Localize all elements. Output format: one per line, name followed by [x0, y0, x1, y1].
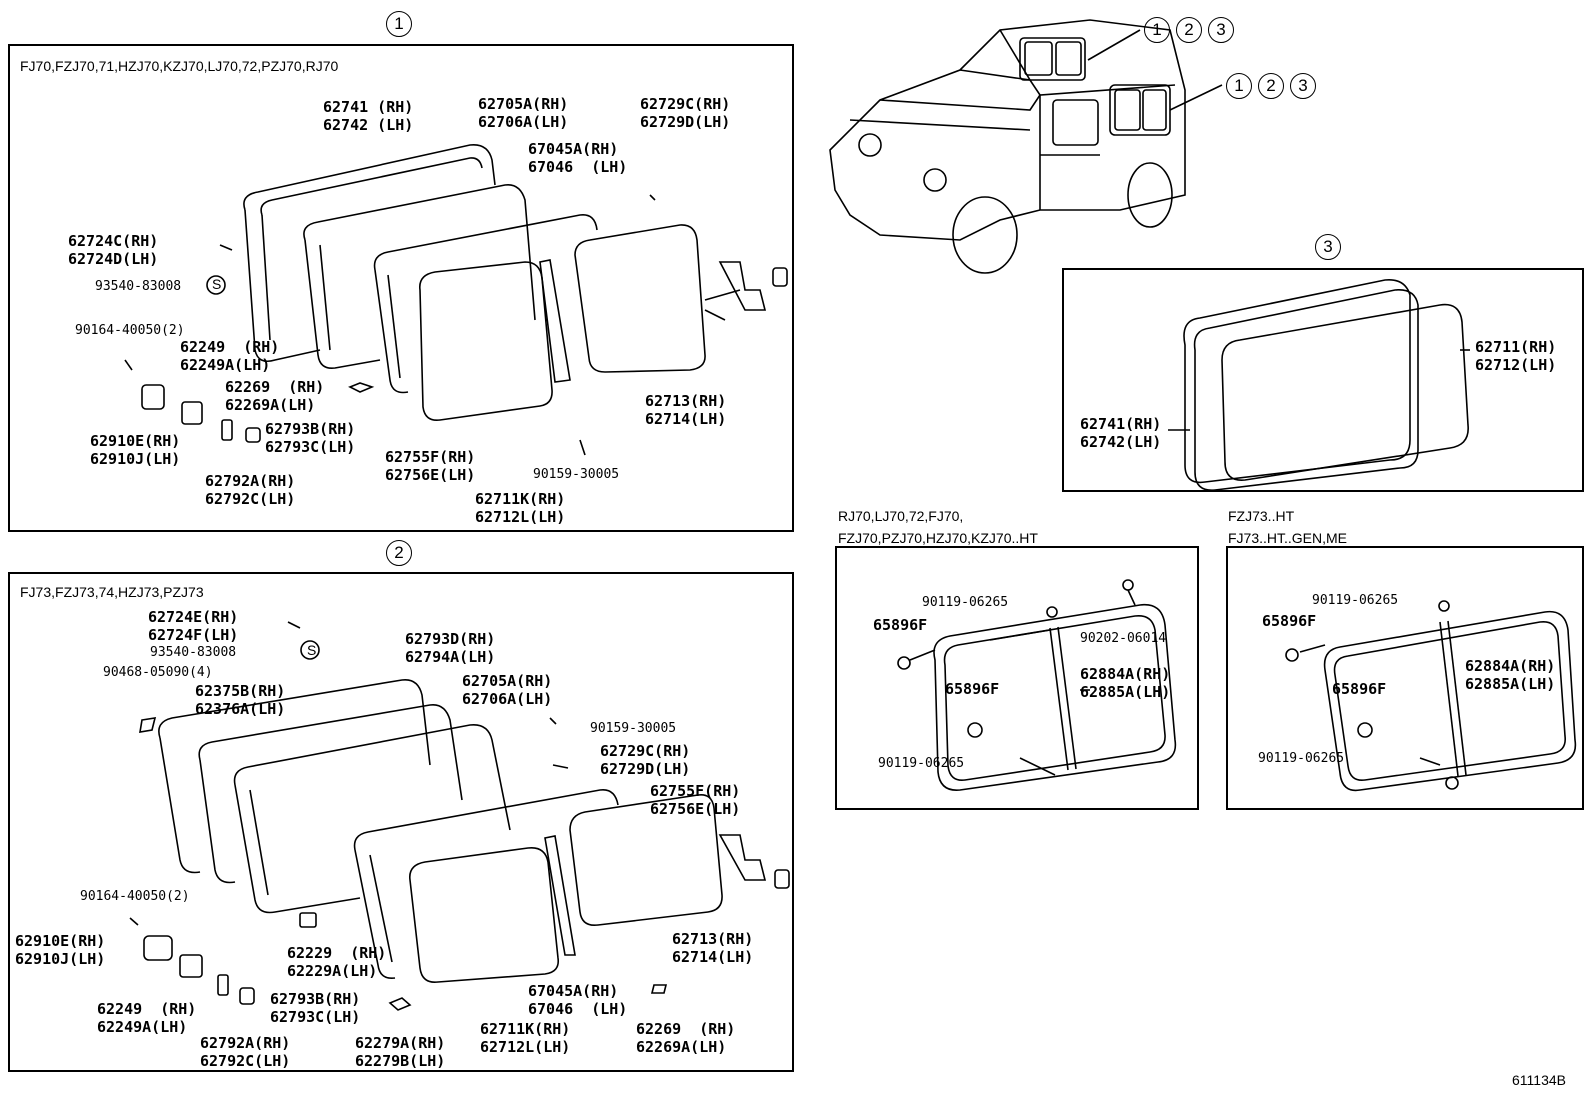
callout-side-2: 2 — [1258, 73, 1284, 99]
part-label: 90119-06265 — [1312, 593, 1399, 608]
panel-5 — [1226, 546, 1584, 810]
part-label: 62375B(RH) 62376A(LH) — [195, 682, 286, 718]
part-label: 62713(RH) 62714(LH) — [645, 392, 727, 428]
part-label: 62792A(RH) 62792C(LH) — [200, 1034, 291, 1070]
s-mark: S — [212, 276, 222, 292]
panel5-frame — [1285, 600, 1577, 792]
part-label: 62792A(RH) 62792C(LH) — [205, 472, 296, 508]
part-label: 62755F(RH) 62756E(LH) — [650, 782, 741, 818]
panel4-models: RJ70,LJ70,72,FJ70, FZJ70,PZJ70,HZJ70,KZJ… — [838, 508, 1038, 546]
figure-id: 611134B — [1512, 1072, 1566, 1088]
callout-side-3: 3 — [1290, 73, 1316, 99]
part-label: 62884A(RH) 62885A(LH) — [1465, 657, 1556, 693]
part-label: 62729C(RH) 62729D(LH) — [600, 742, 691, 778]
panel3-glass — [1168, 278, 1470, 491]
panel5-models: FZJ73..HT FJ73..HT..GEN,ME — [1228, 508, 1348, 546]
part-label: 62705A(RH) 62706A(LH) — [462, 672, 553, 708]
part-label: 90159-30005 — [590, 721, 677, 736]
part-label: 62755F(RH) 62756E(LH) — [385, 448, 476, 484]
part-label: 62910E(RH) 62910J(LH) — [90, 432, 181, 468]
part-label: 62713(RH) 62714(LH) — [672, 930, 754, 966]
part-label: 65896F — [1262, 612, 1317, 630]
part-label: 62229 (RH) 62229A(LH) — [287, 944, 387, 980]
part-label: 67045A(RH) 67046 (LH) — [528, 140, 628, 176]
callout-roof-3: 3 — [1208, 17, 1234, 43]
part-label: 62793D(RH) 62794A(LH) — [405, 630, 496, 666]
part-label: 90164-40050(2) — [80, 889, 190, 904]
part-label: 62711K(RH) 62712L(LH) — [480, 1020, 571, 1056]
panel-2 — [8, 572, 794, 1072]
part-label: 90202-06014 — [1080, 631, 1167, 646]
panel1-models: FJ70,FZJ70,71,HZJ70,KZJ70,LJ70,72,PZJ70,… — [20, 58, 339, 74]
part-label: 65896F — [945, 680, 1000, 698]
part-label: 62269 (RH) 62269A(LH) — [636, 1020, 736, 1056]
panel-4 — [835, 546, 1199, 810]
s-mark: S — [307, 642, 317, 658]
part-label: 62279A(RH) 62279B(LH) — [355, 1034, 446, 1070]
part-label: 62711K(RH) 62712L(LH) — [475, 490, 566, 526]
panel-3 — [1062, 268, 1584, 492]
callout-roof-2: 2 — [1176, 17, 1202, 43]
panel1-parts — [124, 143, 788, 456]
part-label: 90119-06265 — [878, 756, 965, 771]
panel4-frame — [897, 579, 1177, 791]
panel2-models: FJ73,FZJ73,74,HZJ73,PZJ73 — [20, 584, 204, 600]
part-label: 90164-40050(2) — [75, 323, 185, 338]
part-label: 93540-83008 — [150, 645, 237, 660]
part-label: 62269 (RH) 62269A(LH) — [225, 378, 325, 414]
panel-1 — [8, 44, 794, 532]
part-label: 65896F — [1332, 680, 1387, 698]
part-label: 90119-06265 — [1258, 751, 1345, 766]
part-label: 90119-06265 — [922, 595, 1009, 610]
vehicle-illustration — [829, 19, 1223, 274]
part-label: 62711(RH) 62712(LH) — [1475, 338, 1557, 374]
part-label: 62724C(RH) 62724D(LH) — [68, 232, 159, 268]
callout-side-1: 1 — [1226, 73, 1252, 99]
part-label: 62249 (RH) 62249A(LH) — [180, 338, 280, 374]
part-label: 67045A(RH) 67046 (LH) — [528, 982, 628, 1018]
section-marker-2: 2 — [386, 540, 412, 566]
part-label: 62705A(RH) 62706A(LH) — [478, 95, 569, 131]
part-label: 90468-05090(4) — [103, 665, 213, 680]
section-marker-3: 3 — [1315, 234, 1341, 260]
part-label: 65896F — [873, 616, 928, 634]
part-label: 62884A(RH) 62885A(LH) — [1080, 665, 1171, 701]
part-label: 93540-83008 — [95, 279, 182, 294]
part-label: 62793B(RH) 62793C(LH) — [270, 990, 361, 1026]
part-label: 62741(RH) 62742(LH) — [1080, 415, 1162, 451]
panel2-parts — [129, 621, 790, 1011]
part-label: 62793B(RH) 62793C(LH) — [265, 420, 356, 456]
part-label: 62729C(RH) 62729D(LH) — [640, 95, 731, 131]
part-label: 62724E(RH) 62724F(LH) — [148, 608, 239, 644]
part-label: 62249 (RH) 62249A(LH) — [97, 1000, 197, 1036]
section-marker-1: 1 — [386, 11, 412, 37]
part-label: 90159-30005 — [533, 467, 620, 482]
part-label: 62910E(RH) 62910J(LH) — [15, 932, 106, 968]
part-label: 62741 (RH) 62742 (LH) — [323, 98, 414, 134]
callout-roof-1: 1 — [1144, 17, 1170, 43]
